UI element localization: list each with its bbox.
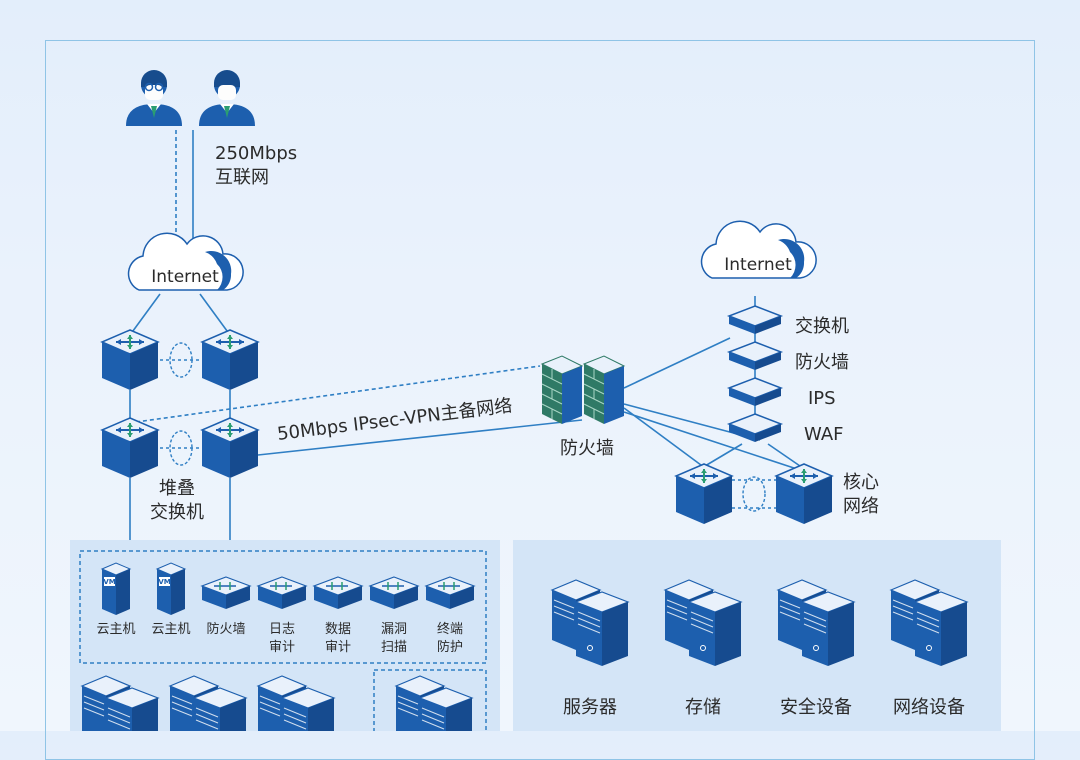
service-label: 扫描 <box>381 640 407 655</box>
vm-badge: VM <box>158 578 170 586</box>
internet-cloud-right-label: Internet <box>724 255 792 275</box>
service-label: 防火墙 <box>206 621 245 637</box>
vm-icon: VM <box>101 562 131 616</box>
switch-icon <box>101 417 159 479</box>
internet-cloud-right: Internet <box>700 220 817 279</box>
service-label: 审计 <box>269 640 295 655</box>
bandwidth-label: 250Mbps <box>215 143 297 164</box>
vm-icon: VM <box>156 562 186 616</box>
idc-label-storage: 存储 <box>685 697 721 718</box>
vm-badge: VM <box>103 578 115 586</box>
cloud-services-group <box>79 550 487 664</box>
idc-label-network: 网络设备 <box>893 697 965 718</box>
cloud-group-dashed <box>373 669 487 731</box>
switch-device <box>728 305 782 335</box>
user-icon-1 <box>126 70 182 126</box>
ips-device <box>728 377 782 407</box>
idc-label-security: 安全设备 <box>780 697 852 718</box>
center-firewall-label: 防火墙 <box>560 438 614 459</box>
service-label: 漏洞 <box>381 621 407 637</box>
core-network-label-1: 核心 <box>843 472 879 493</box>
service-label: 日志 <box>269 622 295 637</box>
right-chain-label-ips: IPS <box>808 388 836 409</box>
service-label: 审计 <box>325 640 351 655</box>
core-network-label-2: 网络 <box>843 496 879 517</box>
connection-lines <box>129 130 801 540</box>
firewall-icon <box>583 355 625 425</box>
internet-cloud-left-label: Internet <box>151 267 219 287</box>
service-label: 终端 <box>437 621 463 637</box>
right-chain-label-switch: 交换机 <box>795 316 849 337</box>
service-label: 数据 <box>325 622 351 637</box>
firewall-icon <box>541 355 583 425</box>
firewall-device <box>728 341 782 371</box>
service-label: 云主机 <box>96 622 135 637</box>
stack-switch-label-1: 堆叠 <box>159 478 195 499</box>
internet-type-label: 互联网 <box>215 167 269 188</box>
user-icon-2 <box>199 70 255 126</box>
idc-label-server: 服务器 <box>563 697 617 718</box>
switch-icon <box>201 417 259 479</box>
switch-icon <box>675 463 733 525</box>
stack-links <box>169 342 766 512</box>
switch-icon <box>201 329 259 391</box>
waf-device <box>728 413 782 443</box>
network-diagram: 250Mbps 互联网 Internet Internet 堆叠 交换机 50M… <box>70 70 1001 731</box>
service-label: 云主机 <box>151 622 190 637</box>
switch-icon <box>775 463 833 525</box>
right-chain-label-firewall: 防火墙 <box>795 352 849 373</box>
right-chain-label-waf: WAF <box>804 424 843 445</box>
internet-cloud-left: Internet <box>127 232 244 291</box>
vpn-link-label: 50Mbps IPsec-VPN主备网络 <box>276 395 513 445</box>
stack-switch-label-2: 交换机 <box>150 502 204 523</box>
switch-icon <box>101 329 159 391</box>
service-label: 防护 <box>437 639 463 655</box>
